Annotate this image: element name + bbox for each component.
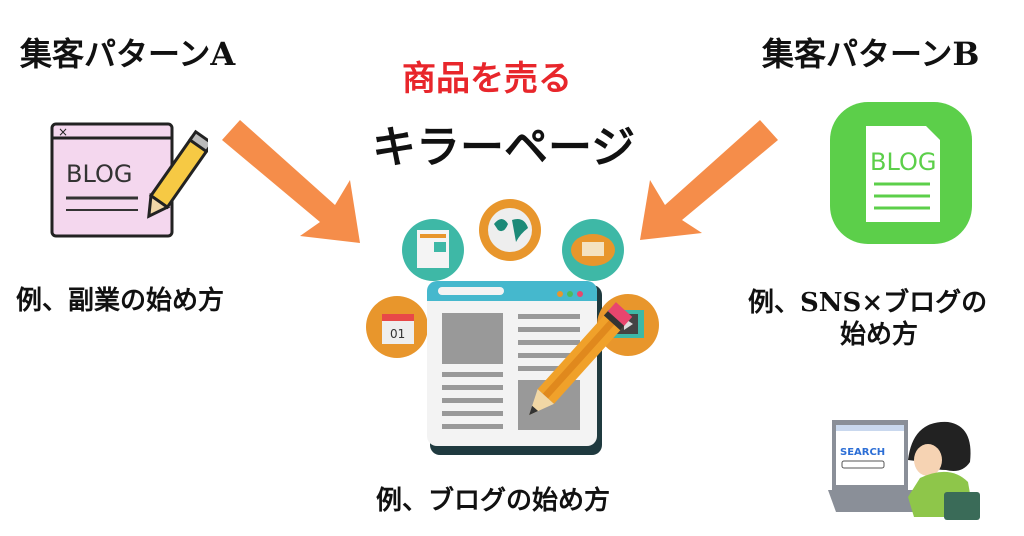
newspaper-icon	[402, 219, 464, 281]
blog-window-pencil-icon: × BLOG	[50, 122, 208, 238]
chat-bubble-icon	[562, 219, 624, 281]
svg-text:×: ×	[58, 125, 68, 139]
green-blog-icon: BLOG	[830, 102, 972, 244]
center-subtitle: 商品を売る	[402, 59, 572, 99]
pattern-a-example: 例、副業の始め方	[16, 286, 225, 316]
svg-text:BLOG: BLOG	[870, 148, 936, 176]
pattern-a-title: 集客パターンA	[20, 35, 236, 73]
blog-editor-illustration: 01	[366, 199, 659, 455]
killer-page-title: キラーページ	[372, 122, 636, 173]
calendar-icon: 01	[366, 296, 428, 358]
pattern-b-example-line2: 始め方	[840, 320, 919, 350]
pencil-icon	[529, 302, 633, 416]
svg-text:01: 01	[390, 327, 405, 341]
search-text: SEARCH	[840, 447, 885, 458]
svg-text:BLOG: BLOG	[66, 160, 132, 188]
arrow-right-icon	[640, 120, 778, 240]
person-searching-illustration: SEARCH	[828, 420, 980, 520]
center-example: 例、ブログの始め方	[376, 486, 611, 516]
pattern-b-title: 集客パターンB	[762, 35, 980, 73]
globe-icon	[479, 199, 541, 261]
pattern-b-example-line1: 例、SNS×ブログの	[748, 288, 988, 318]
arrow-left-icon	[222, 120, 360, 243]
